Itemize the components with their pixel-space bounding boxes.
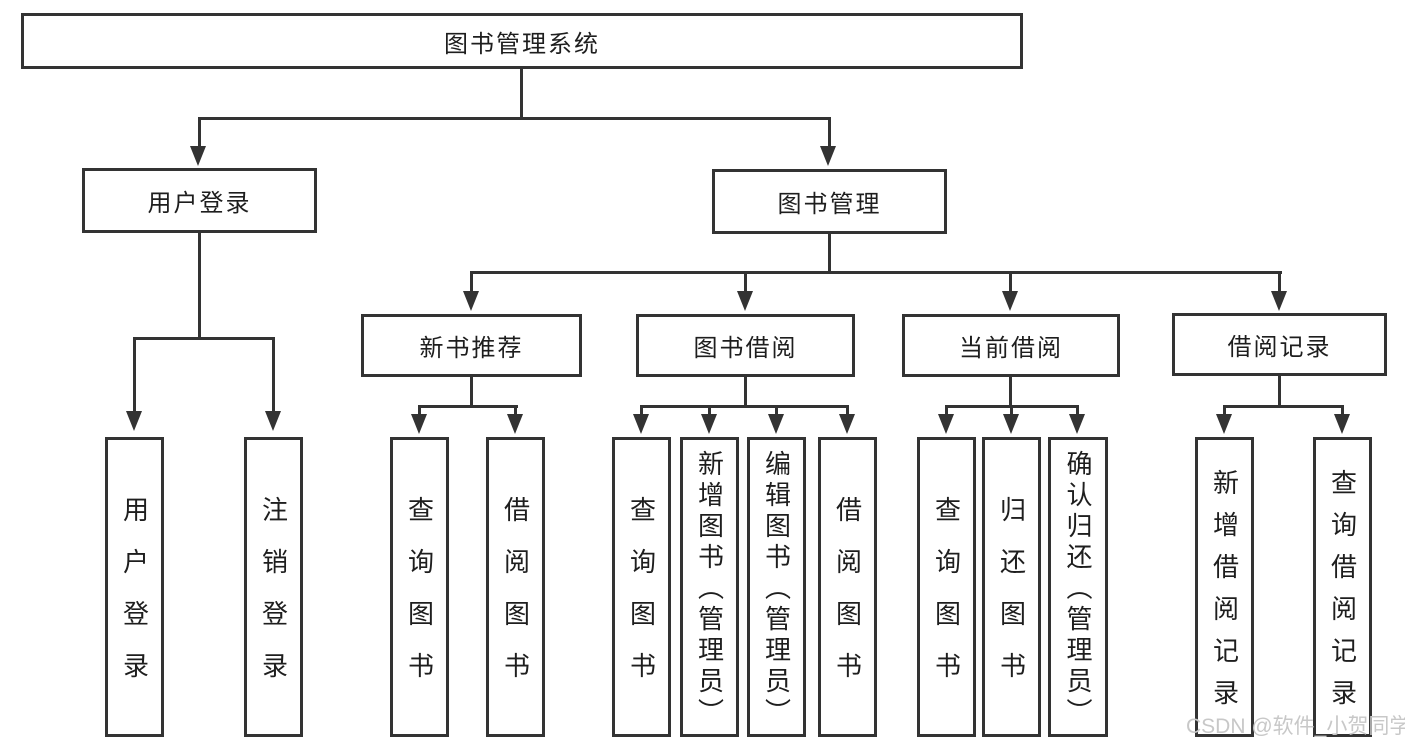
connector-line [198, 117, 831, 120]
connector-line [470, 274, 473, 294]
arrow-down-icon [126, 411, 142, 431]
arrow-down-icon [1271, 291, 1287, 311]
arrow-down-icon [265, 411, 281, 431]
node-label: 图书管理 [777, 191, 882, 218]
connector-line [133, 337, 275, 340]
leaf-query-books-recommend: 查询图书 [390, 437, 449, 737]
connector-line [272, 340, 275, 412]
node-new-book-recommendation: 新书推荐 [361, 314, 582, 377]
leaf-query-books-borrowing: 查询图书 [612, 437, 671, 737]
node-book-borrowing: 图书借阅 [636, 314, 855, 377]
connector-line [514, 405, 517, 417]
connector-line [418, 405, 421, 417]
connector-line [1278, 376, 1281, 407]
connector-line [640, 405, 643, 417]
csdn-watermark: CSDN @软件_小贺同学 [1186, 715, 1405, 738]
leaf-return-book: 归还图书 [982, 437, 1041, 737]
arrow-down-icon [190, 146, 206, 166]
connector-line [418, 405, 518, 408]
connector-line [744, 274, 747, 294]
connector-line [198, 120, 201, 148]
arrow-down-icon [463, 291, 479, 311]
connector-line [1076, 405, 1079, 417]
arrow-down-icon [820, 146, 836, 166]
node-label: 借阅图书 [500, 496, 531, 704]
node-label: 图书管理系统 [444, 30, 600, 58]
arrow-down-icon [701, 414, 717, 434]
arrow-down-icon [507, 414, 523, 434]
leaf-borrow-books-recommend: 借阅图书 [486, 437, 545, 737]
connector-line [828, 120, 831, 148]
leaf-query-books-current: 查询图书 [917, 437, 976, 737]
connector-line [846, 405, 849, 417]
arrow-down-icon [737, 291, 753, 311]
connector-line [520, 69, 523, 120]
leaf-logout: 注销登录 [244, 437, 303, 737]
arrow-down-icon [411, 414, 427, 434]
node-label: 确认归还（管理员） [1063, 450, 1093, 729]
connector-line [1010, 405, 1013, 417]
node-label: 注销登录 [258, 496, 289, 704]
arrow-down-icon [1069, 414, 1085, 434]
arrow-down-icon [633, 414, 649, 434]
connector-line [1223, 405, 1344, 408]
node-label: 新增借阅记录 [1209, 469, 1240, 721]
arrow-down-icon [938, 414, 954, 434]
connector-line [708, 405, 711, 417]
node-label: 查询图书 [404, 496, 435, 704]
connector-line [775, 405, 778, 417]
leaf-borrow-books-borrowing: 借阅图书 [818, 437, 877, 737]
node-label: 归还图书 [996, 496, 1027, 704]
arrow-down-icon [839, 414, 855, 434]
arrow-down-icon [1334, 414, 1350, 434]
connector-line [198, 233, 201, 340]
node-label: 借阅图书 [832, 496, 863, 704]
connector-line [1223, 405, 1226, 417]
arrow-down-icon [1002, 291, 1018, 311]
node-label: 借阅记录 [1227, 334, 1332, 361]
node-label: 查询图书 [626, 496, 657, 704]
node-label: 编辑图书（管理员） [761, 450, 792, 729]
leaf-add-borrow-record: 新增借阅记录 [1195, 437, 1254, 737]
node-book-management: 图书管理 [712, 169, 947, 234]
node-label: 用户登录 [147, 190, 252, 217]
connector-line [828, 234, 831, 274]
leaf-edit-book-admin: 编辑图书（管理员） [747, 437, 806, 737]
connector-line [1278, 274, 1281, 294]
connector-line [1009, 377, 1012, 407]
node-label: 新书推荐 [419, 335, 524, 362]
arrow-down-icon [768, 414, 784, 434]
leaf-add-book-admin: 新增图书（管理员） [680, 437, 739, 737]
connector-line [133, 340, 136, 412]
arrow-down-icon [1216, 414, 1232, 434]
connector-line [945, 405, 948, 417]
node-label: 当前借阅 [959, 335, 1063, 362]
connector-line [1341, 405, 1344, 417]
arrow-down-icon [1003, 414, 1019, 434]
node-label: 查询图书 [931, 496, 962, 704]
connector-line [640, 405, 849, 408]
connector-line [1009, 274, 1012, 294]
connector-line [470, 377, 473, 407]
node-borrowing-records: 借阅记录 [1172, 313, 1387, 376]
node-current-borrowing: 当前借阅 [902, 314, 1120, 377]
node-label: 图书借阅 [693, 335, 798, 362]
connector-line [470, 271, 1282, 274]
leaf-confirm-return-admin: 确认归还（管理员） [1048, 437, 1108, 737]
node-user-login: 用户登录 [82, 168, 317, 233]
node-label: 新增图书（管理员） [694, 450, 725, 729]
node-library-management-system: 图书管理系统 [21, 13, 1023, 69]
leaf-user-login: 用户登录 [105, 437, 164, 737]
leaf-query-borrow-record: 查询借阅记录 [1313, 437, 1372, 737]
node-label: 用户登录 [119, 496, 150, 704]
node-label: 查询借阅记录 [1327, 469, 1358, 721]
connector-line [744, 377, 747, 407]
